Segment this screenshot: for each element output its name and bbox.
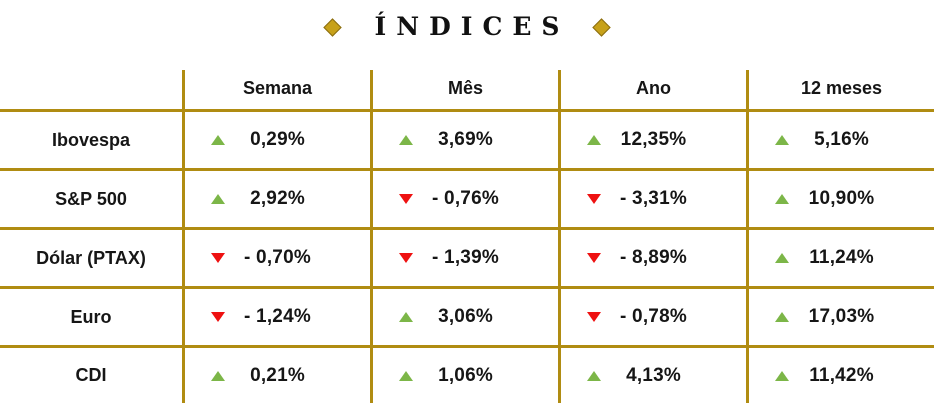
trend-up-icon: [211, 194, 225, 204]
value-cell: 3,06%: [370, 289, 558, 348]
value-cell: 0,29%: [182, 112, 370, 171]
trend-down-icon: [211, 253, 225, 263]
value-cell: - 3,31%: [558, 171, 746, 230]
trend-up-icon: [211, 370, 225, 381]
value-cell: 10,90%: [746, 171, 934, 230]
value-cell: 11,24%: [746, 230, 934, 289]
row-label-dolar-ptax: Dólar (PTAX): [0, 230, 182, 289]
trend-up-icon: [399, 312, 413, 322]
trend-down-icon: [211, 312, 225, 322]
value-text: 1,06%: [438, 364, 493, 386]
row-label-ibovespa: Ibovespa: [0, 112, 182, 171]
page-title: ÍNDICES: [374, 12, 570, 41]
value-text: - 1,24%: [244, 306, 311, 327]
indices-table: Semana Mês Ano 12 meses Ibovespa 0,29% 3…: [0, 70, 934, 403]
row-label-cdi: CDI: [75, 365, 107, 385]
trend-up-icon: [399, 135, 413, 145]
column-header-ano: Ano: [558, 70, 746, 112]
value-cell: - 0,76%: [370, 171, 558, 230]
value-text: - 8,89%: [620, 247, 687, 268]
value-cell: 17,03%: [746, 289, 934, 348]
value-text: 10,90%: [808, 188, 875, 209]
trend-down-icon: [587, 253, 601, 263]
value-text: - 0,70%: [244, 247, 311, 268]
value-text: 11,24%: [809, 247, 874, 268]
trend-up-icon: [587, 370, 601, 381]
column-header-semana: Semana: [182, 70, 370, 112]
trend-up-icon: [211, 135, 225, 145]
trend-up-icon: [775, 194, 789, 204]
row-label-sp500: S&P 500: [0, 171, 182, 230]
value-text: 2,92%: [250, 188, 305, 209]
value-text: 3,06%: [438, 306, 493, 327]
trend-up-icon: [775, 253, 789, 263]
value-cell: - 1,24%: [182, 289, 370, 348]
trend-up-icon: [587, 135, 601, 145]
value-text: 12,35%: [620, 129, 687, 150]
column-header-mes: Mês: [370, 70, 558, 112]
diamond-icon: [592, 17, 612, 37]
diamond-icon: [322, 17, 342, 37]
value-cell: 4,13%: [558, 348, 746, 403]
trend-down-icon: [399, 253, 413, 263]
value-cell: 12,35%: [558, 112, 746, 171]
value-cell: - 0,70%: [182, 230, 370, 289]
value-cell: 2,92%: [182, 171, 370, 230]
value-text: - 0,76%: [432, 188, 499, 209]
trend-up-icon: [775, 370, 789, 381]
value-text: 4,13%: [626, 364, 681, 386]
value-text: - 1,39%: [432, 247, 499, 268]
value-cell: 11,42%: [746, 348, 934, 403]
value-cell: - 0,78%: [558, 289, 746, 348]
trend-up-icon: [775, 135, 789, 145]
value-text: - 3,31%: [620, 188, 687, 209]
value-text: - 0,78%: [620, 306, 687, 327]
trend-up-icon: [399, 370, 413, 381]
value-cell: - 8,89%: [558, 230, 746, 289]
column-header-12meses: 12 meses: [746, 70, 934, 112]
value-text: 11,42%: [809, 364, 874, 386]
value-text: 3,69%: [438, 129, 493, 150]
trend-down-icon: [587, 194, 601, 204]
value-cell: - 1,39%: [370, 230, 558, 289]
trend-down-icon: [587, 312, 601, 322]
value-text: 0,29%: [250, 129, 305, 150]
title-row: ÍNDICES: [0, 11, 934, 43]
value-cell: 0,21%: [182, 348, 370, 403]
row-label-euro: Euro: [0, 289, 182, 348]
value-text: 17,03%: [808, 306, 875, 327]
value-text: 0,21%: [250, 364, 305, 386]
trend-down-icon: [399, 194, 413, 204]
value-cell: 5,16%: [746, 112, 934, 171]
value-text: 5,16%: [814, 129, 869, 150]
corner-cell: [0, 70, 182, 112]
value-cell: 3,69%: [370, 112, 558, 171]
trend-up-icon: [775, 312, 789, 322]
value-cell: 1,06%: [370, 348, 558, 403]
